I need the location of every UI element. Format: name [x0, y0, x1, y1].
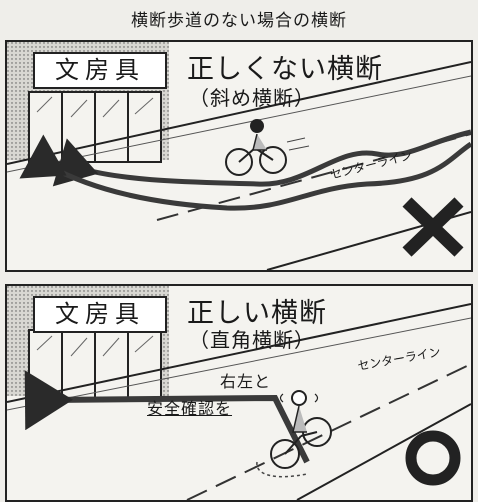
far-curb-line	[7, 317, 471, 411]
stop-position-marker	[256, 461, 308, 478]
correct-crossing-title: 正しい横断	[187, 298, 327, 329]
center-line	[186, 363, 471, 500]
correct-crossing-subtitle: （直角横断）	[189, 328, 315, 352]
circle-mark-icon	[405, 430, 461, 486]
cyclist-figure	[225, 119, 310, 176]
shop-sign: 文房具	[33, 296, 167, 333]
incorrect-crossing-panel: 文房具 正しくない横断 （斜め横断） センターライン	[5, 40, 473, 272]
far-road-edge	[7, 303, 471, 403]
correct-crossing-panel: 文房具 正しい横断 （直角横断） センターライン 右左と 安全確認を	[5, 284, 473, 502]
cross-mark-icon	[402, 197, 464, 257]
cyclist-figure	[270, 390, 332, 469]
safety-check-label-line1: 右左と	[220, 372, 272, 391]
incorrect-crossing-subtitle: （斜め横断）	[189, 86, 315, 110]
safety-check-label-line2: 安全確認を	[147, 399, 233, 418]
lower-crossing-arrow	[19, 134, 471, 211]
incorrect-crossing-title: 正しくない横断	[187, 54, 383, 85]
shop-sign: 文房具	[33, 52, 167, 89]
page-title: 横断歩道のない場合の横断	[131, 11, 347, 31]
upper-crossing-arrow	[52, 129, 471, 187]
near-road-edge	[296, 403, 471, 500]
